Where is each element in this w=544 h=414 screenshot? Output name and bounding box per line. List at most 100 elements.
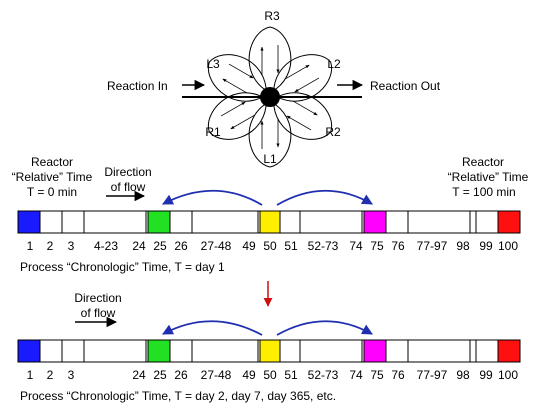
cell-index-label: 1 [27,368,34,382]
reactor-cell [83,339,147,363]
cell-index-label: 24 [132,368,146,382]
direction-label-line1: Direction [74,291,121,305]
petal-r2 [273,92,333,140]
petal-label-r2: R2 [325,125,341,139]
petal-l1 [248,104,292,168]
reactor-cell [17,210,41,234]
cell-index-label: 76 [391,368,405,382]
reactor-cell [497,210,521,234]
reactor-cell [17,339,41,363]
reactor-cell [169,210,193,234]
petal-r3 [248,26,292,90]
reactor-cell [363,339,387,363]
reactor-cell [279,339,301,363]
direction-label-line1: Direction [104,165,151,179]
petal-l3 [207,54,267,102]
cell-index-label: 75 [370,239,384,253]
hub-dot [260,87,280,107]
cell-index-label: 3 [68,239,75,253]
cell-index-label: 1 [27,239,34,253]
cell-index-label: 51 [284,239,298,253]
petal-label-l1: L1 [263,152,277,166]
left-note-line1: Reactor [31,155,73,169]
right-note-line2: “Relative” Time [448,170,529,184]
reactor-cell [475,339,499,363]
cell-index-label: 100 [498,368,518,382]
flower-reactor: R3 L3 L2 R1 R2 L1 Reaction In Reaction O… [107,9,441,168]
reactor-cell [407,210,471,234]
strip2-caption: Process “Chronologic” Time, T = day 2, d… [20,389,336,403]
reactor-cell [497,339,521,363]
right-relative-time-note: Reactor “Relative” Time T = 100 min [448,155,529,199]
reactor-cell [61,339,85,363]
cell-index-label: 75 [370,368,384,382]
reactor-cell [299,339,363,363]
reactor-cell [83,210,147,234]
cell-index-label: 3 [68,368,75,382]
left-note-line2: “Relative” Time [12,170,93,184]
reactor-cell [169,339,193,363]
cell-index-label: 27-48 [201,368,232,382]
direction-of-flow-2: Direction of flow [74,291,122,328]
cell-index-label: 77-97 [417,239,448,253]
petal-r1 [207,92,267,140]
direction-of-flow-1: Direction of flow [104,165,152,202]
right-note-line3: T = 100 min [452,185,515,199]
strip1-caption: Process “Chronologic” Time, T = day 1 [20,260,225,274]
reactor-cell [299,210,363,234]
cell-index-label: 77-97 [417,368,448,382]
cell-index-label: 2 [47,368,54,382]
cell-index-label: 74 [349,368,363,382]
petal-label-l3: L3 [206,57,220,71]
cell-index-label: 99 [479,368,493,382]
cell-index-label: 49 [242,368,256,382]
cell-index-label: 76 [391,239,405,253]
reactor-cell [259,210,281,234]
cell-index-label: 26 [174,239,188,253]
reaction-in-label: Reaction In [107,79,168,93]
reactor-cell [385,339,409,363]
reactor-cell [469,210,477,234]
recycle-arc-right-2 [276,320,373,336]
left-note-line3: T = 0 min [27,185,77,199]
cell-index-label: 27-48 [201,239,232,253]
reactor-cell [469,339,477,363]
cell-index-label: 25 [153,368,167,382]
cell-index-label: 49 [242,239,256,253]
petal-label-r1: R1 [205,125,221,139]
direction-label-line2: of flow [81,306,116,320]
cell-index-label: 52-73 [308,368,339,382]
cell-index-label: 100 [498,239,518,253]
reactor-cell [191,210,259,234]
cell-index-label: 25 [153,239,167,253]
reactor-cell [385,210,409,234]
recycle-arc-left-2 [162,320,263,336]
cell-index-label: 98 [456,368,470,382]
reactor-cell [475,210,499,234]
petal-label-r3: R3 [264,9,280,23]
cell-index-label: 98 [456,239,470,253]
cell-index-label: 2 [47,239,54,253]
recycle-arc-right-1 [276,189,373,206]
cell-index-label: 26 [174,368,188,382]
petal-l2 [273,54,333,102]
cell-index-label: 24 [132,239,146,253]
left-relative-time-note: Reactor “Relative” Time T = 0 min [12,155,93,199]
reactor-cell [259,339,281,363]
cell-index-label: 99 [479,239,493,253]
direction-label-line2: of flow [111,180,146,194]
reactor-cell [191,339,259,363]
cell-index-label: 74 [349,239,363,253]
recycle-arc-left-1 [162,189,263,206]
reactor-cell [279,210,301,234]
reactor-cell [363,210,387,234]
right-note-line1: Reactor [462,155,504,169]
cell-index-label: 52-73 [308,239,339,253]
cell-index-label: 50 [263,239,277,253]
cell-index-label: 51 [284,368,298,382]
reactor-cell [39,339,63,363]
reactor-cell [61,210,85,234]
